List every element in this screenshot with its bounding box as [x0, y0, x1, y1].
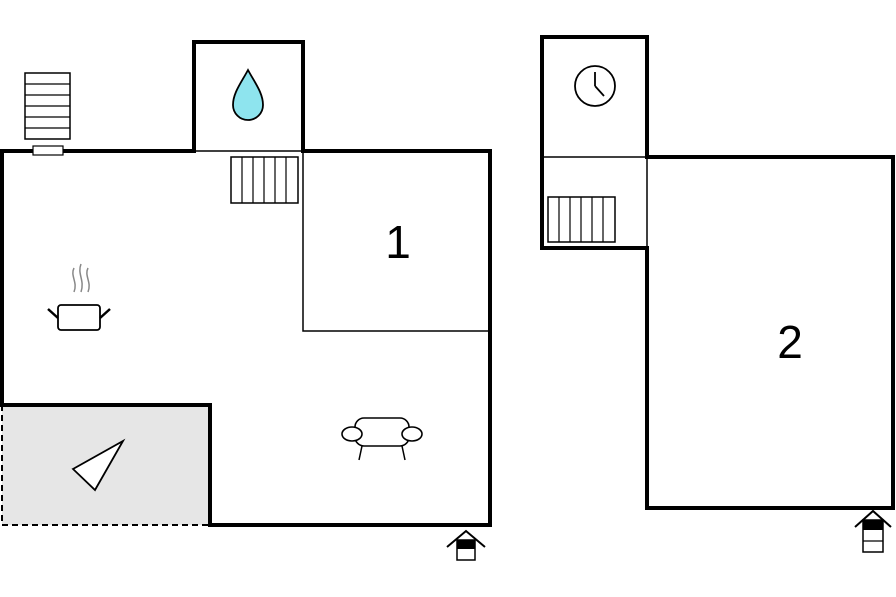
floor-2: 2 — [540, 35, 895, 553]
floor-1: 1 — [0, 40, 492, 561]
floor-2-outer-wall — [540, 35, 895, 510]
stairs-icon — [230, 156, 299, 204]
entrance-icon — [854, 509, 892, 553]
sofa-icon — [341, 417, 423, 461]
terrace-triangle-icon — [71, 438, 126, 492]
window — [32, 145, 64, 156]
entrance-icon — [446, 529, 486, 561]
terrace-dashed-edge — [1, 405, 210, 526]
clock-icon — [574, 65, 616, 107]
interior-wall-bedroom-1 — [302, 151, 490, 332]
stairs-icon — [24, 72, 71, 140]
cooking-pot-icon — [47, 263, 111, 331]
room-label-1: 1 — [385, 216, 411, 268]
water-drop-icon — [232, 68, 264, 121]
stairs-icon — [547, 196, 616, 243]
room-label-2: 2 — [777, 316, 803, 368]
